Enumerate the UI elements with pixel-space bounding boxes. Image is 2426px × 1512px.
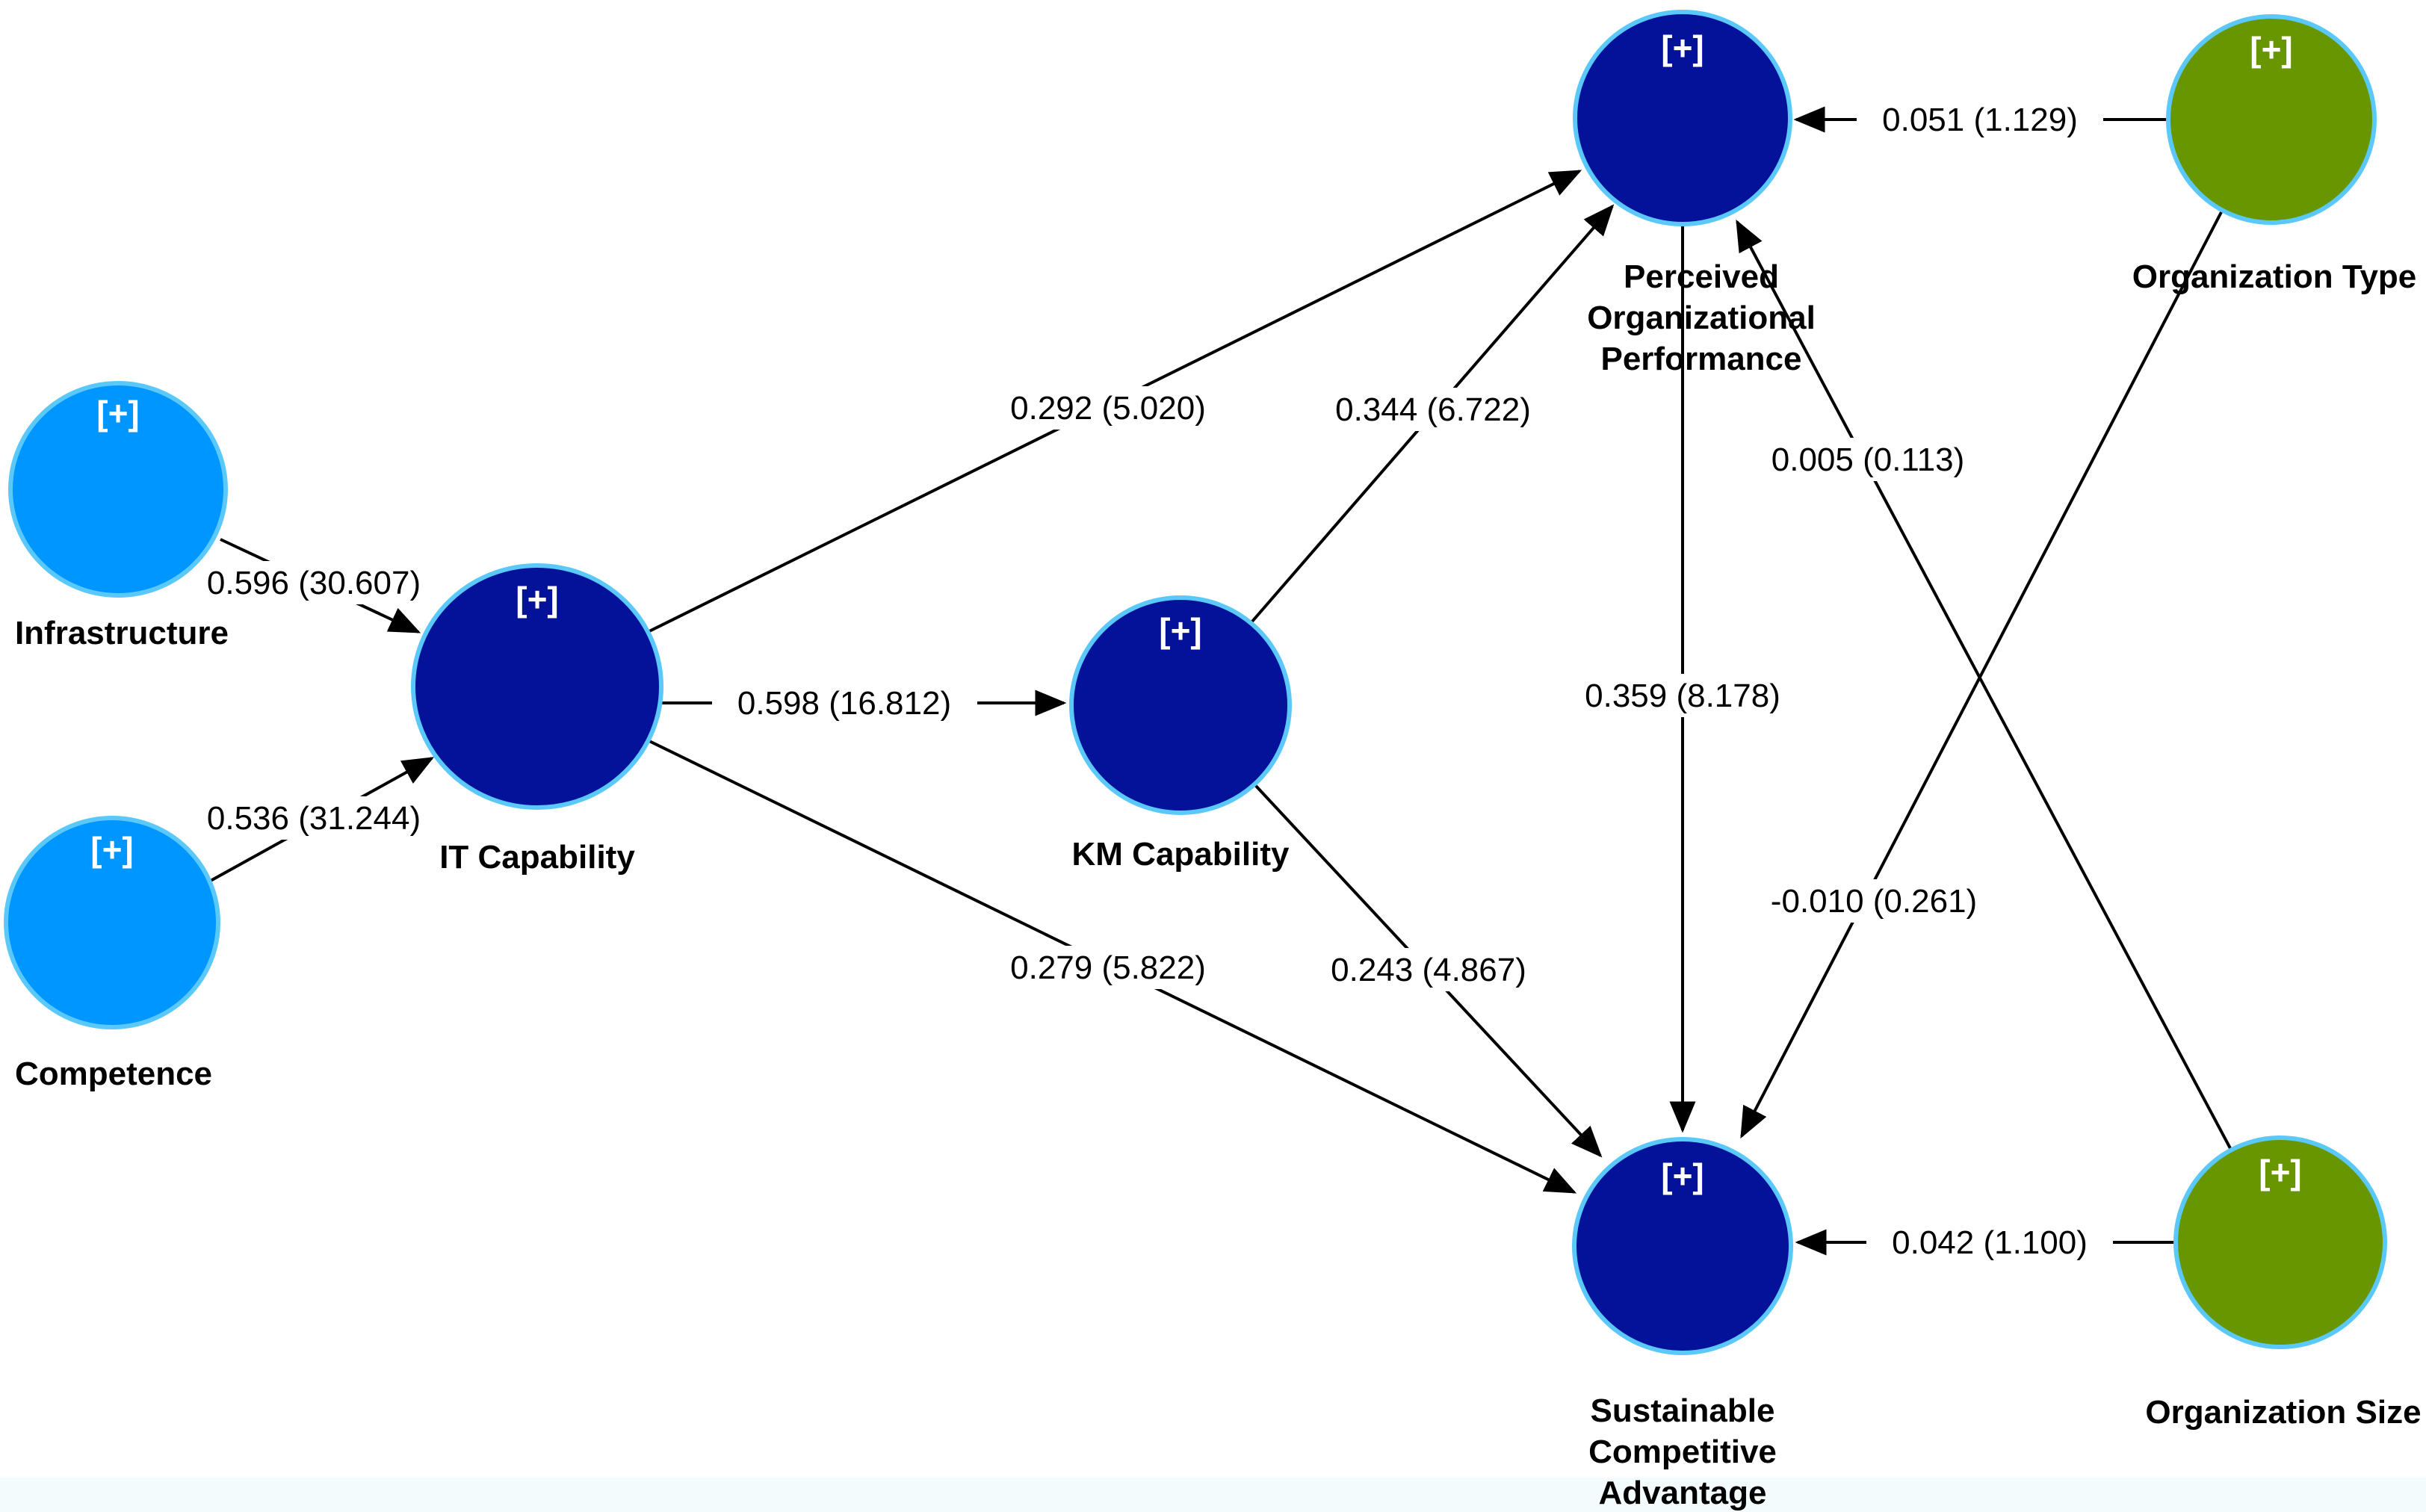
path-label-infrastructure-to-it[interactable]: 0.596 (30.607)	[207, 565, 421, 601]
sca-expand-badge: [+]	[1661, 1156, 1704, 1195]
path-label-bg	[1310, 388, 1556, 431]
it-capability-expand-badge: [+]	[516, 580, 559, 619]
path-label-bg	[185, 796, 443, 840]
pop-expand-badge: [+]	[1661, 28, 1704, 67]
organization-type-node[interactable]	[2166, 14, 2377, 225]
path-label-orgtype-to-pop[interactable]: 0.051 (1.129)	[1882, 102, 2078, 138]
perceived-organizational-performance-node[interactable]	[1573, 10, 1792, 226]
path-label-bg	[1743, 879, 2005, 923]
competence-label: Competence	[15, 1056, 212, 1092]
path-label-bg	[1866, 1221, 2113, 1264]
path-label-it-to-sca[interactable]: 0.279 (5.822)	[1010, 949, 1206, 986]
path-label-bg	[985, 946, 1231, 989]
sca-label-line2: Competitive	[1588, 1434, 1777, 1470]
sustainable-competitive-advantage-node[interactable]	[1572, 1137, 1793, 1355]
it-capability-label: IT Capability	[439, 839, 635, 876]
path-label-it-to-pop[interactable]: 0.292 (5.020)	[1010, 390, 1206, 427]
km-capability-expand-badge: [+]	[1159, 611, 1202, 650]
it-capability-node[interactable]	[411, 563, 663, 810]
organization-size-label: Organization Size	[2145, 1394, 2421, 1431]
infrastructure-node[interactable]	[8, 381, 228, 598]
path-label-it-to-km[interactable]: 0.598 (16.812)	[737, 685, 951, 722]
path-label-orgsize-to-pop[interactable]: 0.005 (0.113)	[1771, 441, 1964, 478]
path-label-bg	[1857, 98, 2103, 141]
path-label-pop-to-sca[interactable]: 0.359 (8.178)	[1585, 678, 1780, 714]
path-label-orgtype-to-sca[interactable]: -0.010 (0.261)	[1771, 883, 1977, 920]
km-capability-label: KM Capability	[1072, 836, 1290, 873]
pop-label-line1: Perceived	[1624, 258, 1779, 295]
path-label-bg	[1305, 948, 1552, 991]
competence-node[interactable]	[4, 816, 220, 1029]
path-organization-size-to-pop[interactable]	[1736, 219, 2232, 1150]
path-label-bg	[985, 386, 1231, 430]
path-label-km-to-sca[interactable]: 0.243 (4.867)	[1331, 952, 1526, 988]
path-label-bg	[185, 561, 443, 604]
pop-label-line2: Organizational	[1587, 300, 1816, 336]
nodes-layer: [+] Infrastructure [+] Competence [+] IT…	[4, 10, 2422, 1511]
path-label-competence-to-it[interactable]: 0.536 (31.244)	[207, 800, 421, 837]
km-capability-node[interactable]	[1069, 595, 1292, 815]
pop-label-line3: Performance	[1600, 341, 1801, 377]
organization-size-expand-badge: [+]	[2259, 1153, 2302, 1192]
canvas-bottom-strip	[0, 1478, 2426, 1512]
organization-type-expand-badge: [+]	[2250, 30, 2293, 69]
path-label-bg	[712, 681, 977, 725]
infrastructure-expand-badge: [+]	[96, 394, 140, 433]
sca-label-line1: Sustainable	[1591, 1392, 1775, 1429]
infrastructure-label: Infrastructure	[15, 615, 229, 651]
path-label-bg	[1559, 674, 1806, 717]
sca-label-line3: Advantage	[1599, 1475, 1767, 1511]
path-organization-type-to-sca[interactable]	[1740, 211, 2223, 1139]
path-label-orgsize-to-sca[interactable]: 0.042 (1.100)	[1892, 1224, 2088, 1261]
organization-size-node[interactable]	[2173, 1135, 2387, 1349]
path-label-bg	[1745, 438, 1991, 481]
competence-expand-badge: [+]	[90, 830, 134, 869]
path-labels-layer: 0.596 (30.607) 0.536 (31.244) 0.598 (16.…	[185, 98, 2113, 1264]
organization-type-label: Organization Type	[2132, 258, 2417, 295]
path-label-km-to-pop[interactable]: 0.344 (6.722)	[1335, 391, 1531, 428]
